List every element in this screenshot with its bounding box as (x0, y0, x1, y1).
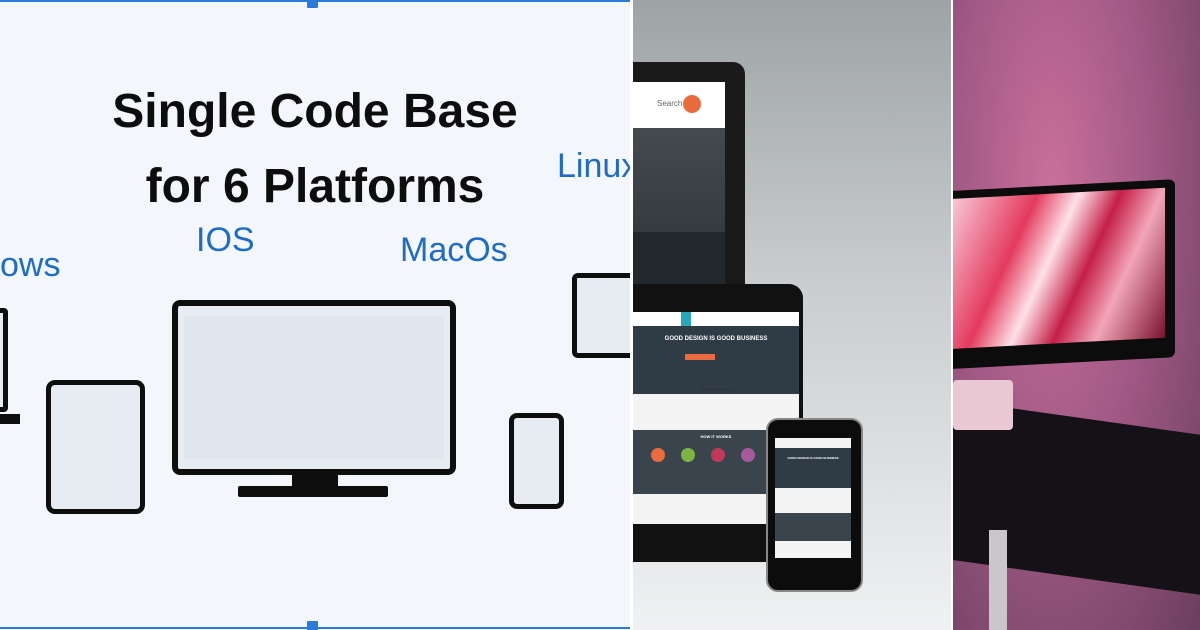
search-label: Search (657, 99, 683, 108)
monitor-photo (953, 179, 1175, 369)
headline-line-2: for 6 Platforms (145, 160, 485, 213)
monitor-neck-icon (292, 474, 338, 488)
phone-icon (509, 413, 564, 509)
tablet-hero-title: GOOD DESIGN IS GOOD BUSINESS (664, 336, 768, 342)
resize-handle-top[interactable] (307, 0, 318, 8)
platform-label-ios: IOS (196, 221, 255, 259)
search-icon[interactable] (683, 95, 701, 113)
responsive-devices-panel: Search GOOD DESIGN IS GOOD BUSINESS WHAT… (633, 0, 951, 630)
platform-label-macos: MacOs (400, 231, 508, 269)
tablet-nav (633, 312, 799, 326)
phone-hero (775, 448, 851, 488)
desk-leg (989, 530, 1007, 630)
tablet-hero (633, 326, 799, 394)
desk-setup-photo (953, 0, 1200, 630)
single-code-base-panel: Single Code Base for 6 Platforms ows IOS… (0, 0, 630, 630)
phone-on-stand (953, 380, 1013, 430)
monitor-stand-icon (238, 486, 388, 497)
monitor-wallpaper (953, 187, 1165, 349)
headline-line-1: Single Code Base (112, 85, 518, 138)
laptop-icon (0, 308, 8, 412)
tablet-section-title: WHAT WE OFFER (699, 387, 733, 392)
platform-label-windows: ows (0, 246, 61, 284)
skyline-silhouette (633, 232, 725, 287)
tablet-cta-button[interactable] (685, 354, 715, 360)
phone-hero-title: GOOD DESIGN IS GOOD BUSINESS (787, 456, 839, 460)
search-bar[interactable] (633, 82, 725, 128)
desktop-screen: Search (633, 82, 725, 287)
laptop-base-icon (0, 414, 20, 424)
phone-screen: GOOD DESIGN IS GOOD BUSINESS (775, 438, 851, 558)
tablet-how-title: HOW IT WORKS (700, 434, 732, 439)
platform-label-linux: Linux (557, 147, 630, 185)
tablet-nav-active (681, 312, 691, 326)
monitor-icon (172, 300, 456, 475)
tablet-icon (46, 380, 145, 514)
resize-handle-bottom[interactable] (307, 621, 318, 630)
phone-how-section (775, 513, 851, 541)
tablet-landscape-icon (572, 273, 630, 358)
